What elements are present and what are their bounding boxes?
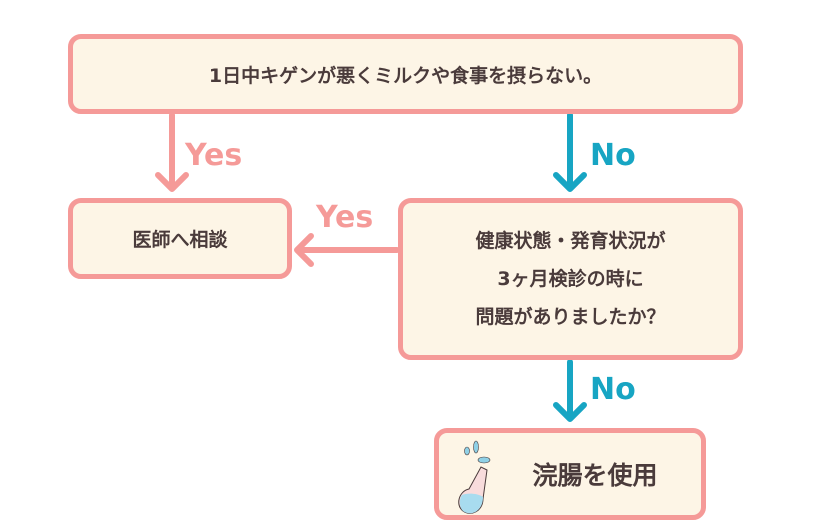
arrow-yes-left xyxy=(294,233,400,267)
enema-text: 浣腸を使用 xyxy=(532,461,658,490)
enema-node: 浣腸を使用 xyxy=(434,428,706,520)
yes-label-2: Yes xyxy=(316,200,374,235)
question-line-3: 問題がありましたか？ xyxy=(475,306,666,328)
no-label-1: No xyxy=(590,138,636,173)
yes-label-1: Yes xyxy=(185,138,243,173)
arrow-no-down-2 xyxy=(553,359,587,422)
start-node: 1日中キゲンが悪くミルクや食事を摂らない。 xyxy=(68,34,743,114)
enema-icon xyxy=(458,440,491,514)
arrow-no-down xyxy=(553,112,587,192)
consult-doctor-node: 医師へ相談 xyxy=(68,198,292,279)
question-line-2: 3ヶ月検診の時に xyxy=(497,268,644,290)
start-text: 1日中キゲンが悪くミルクや食事を摂らない。 xyxy=(208,64,603,87)
arrow-yes-down xyxy=(155,112,189,192)
question-node: 健康状態・発育状況が 3ヶ月検診の時に 問題がありましたか？ xyxy=(398,198,743,360)
no-label-2: No xyxy=(590,372,636,407)
question-line-1: 健康状態・発育状況が xyxy=(475,230,666,252)
consult-text: 医師へ相談 xyxy=(132,229,228,251)
